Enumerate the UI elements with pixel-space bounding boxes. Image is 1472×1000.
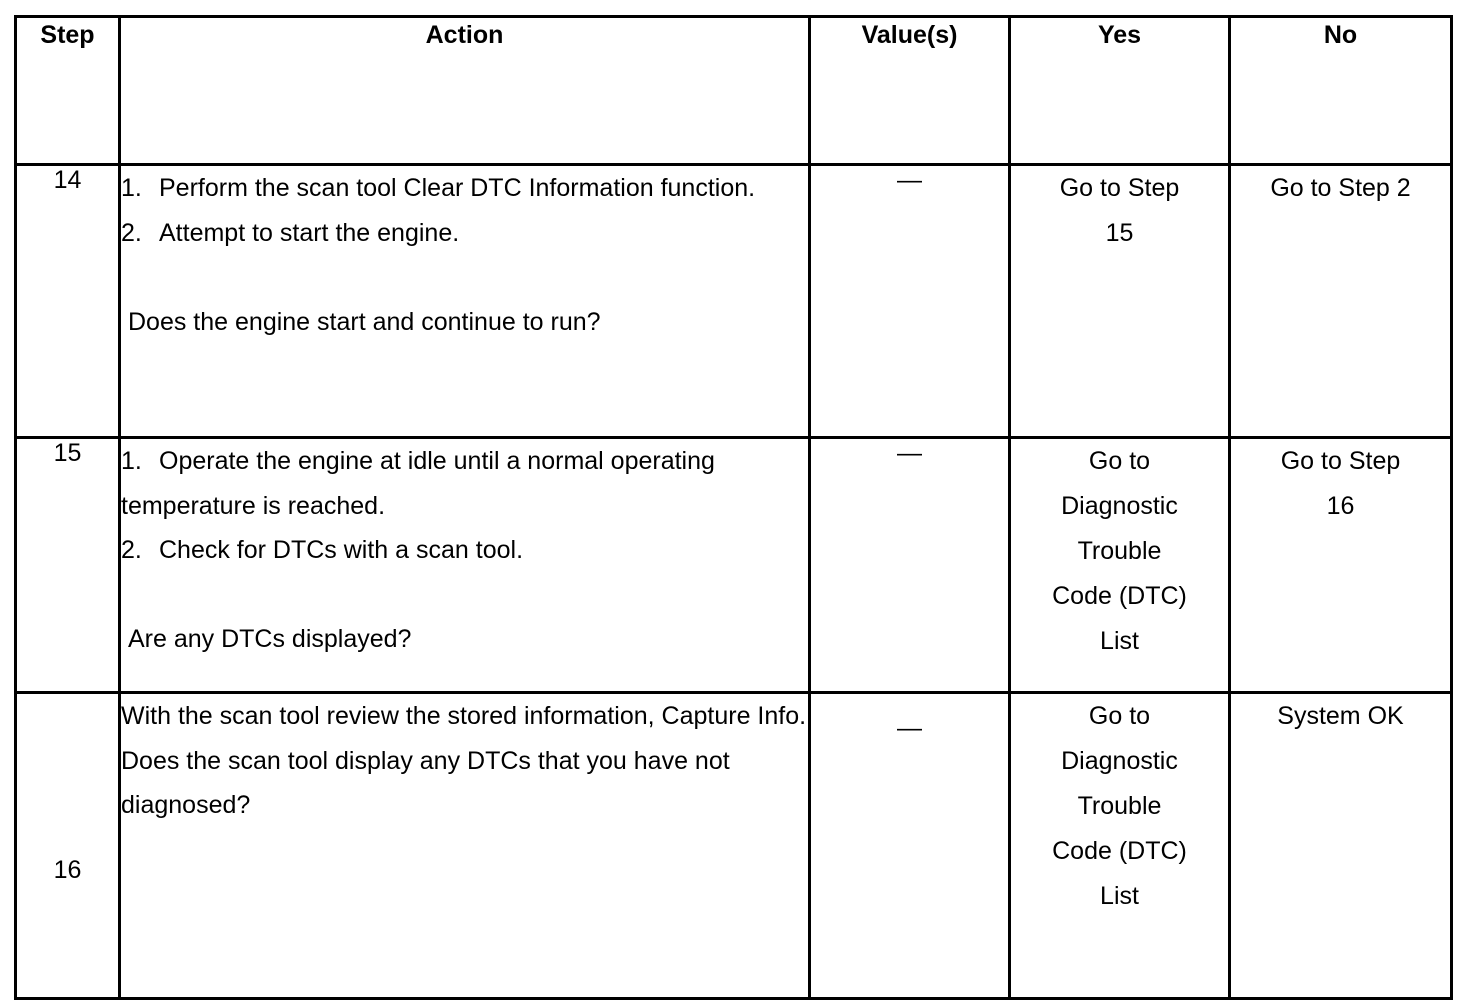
action-question: Does the engine start and continue to ru… — [128, 307, 601, 336]
diagnostic-steps-table: Step Action Value(s) Yes No 14 1. Perform… — [14, 15, 1453, 1000]
action-item-text: Operate the engine at idle until a norma… — [121, 447, 715, 520]
column-header-step-line2: ep — [65, 21, 95, 49]
cell-step-number: 16 — [14, 691, 121, 1000]
yes-result-line: List — [1100, 882, 1139, 910]
action-item-text: Perform the scan tool Clear DTC Informat… — [159, 174, 756, 202]
action-item-number: 2. — [121, 536, 142, 564]
cell-value: — — [808, 691, 1011, 1000]
column-header-no: No — [1228, 15, 1453, 166]
action-item-number: 1. — [121, 174, 142, 202]
yes-result-line: Go to — [1088, 447, 1151, 475]
action-item-text: Attempt to start the engine. — [159, 218, 460, 247]
cell-no-result: Go to Step 16 — [1228, 436, 1453, 694]
table-row: 14 1. Perform the scan tool Clear DTC Inf… — [14, 163, 1453, 439]
cell-action: 1.Operate the engine at idle until a nor… — [118, 436, 811, 694]
yes-result-line: Diagnostic — [1061, 747, 1178, 775]
spacer-line — [121, 573, 808, 618]
cell-no-result: Go to Step 2 — [1228, 163, 1453, 439]
yes-result-line: List — [1100, 627, 1139, 655]
yes-result-line: Trouble — [1077, 792, 1162, 820]
no-result-line: Go to Step 2 — [1270, 174, 1411, 202]
cell-yes-result: Go to Diagnostic Trouble Code (DTC) List — [1008, 691, 1231, 1000]
yes-result-line: Code (DTC) — [1052, 837, 1187, 865]
table-header-row: Step Action Value(s) Yes No — [14, 15, 1453, 166]
action-list-item: 2. Check for DTCs with a scan tool. — [121, 528, 808, 573]
cell-no-result: System OK — [1228, 691, 1453, 1000]
cell-step-number: 14 — [14, 163, 121, 439]
yes-result-line: 15 — [1105, 219, 1134, 247]
column-header-action: Action — [118, 15, 811, 166]
document-page: Step Action Value(s) Yes No 14 1. Perform… — [14, 15, 1453, 1000]
yes-result-line: Code (DTC) — [1052, 582, 1187, 610]
action-list-item: 2. Attempt to start the engine. — [121, 211, 808, 256]
action-list-item: 1. Perform the scan tool Clear DTC Inform… — [121, 166, 808, 211]
yes-result-line: Trouble — [1077, 537, 1162, 565]
column-header-yes: Yes — [1008, 15, 1231, 166]
cell-action: With the scan tool review the stored inf… — [118, 691, 811, 1000]
action-item-number: 2. — [121, 218, 142, 247]
no-result-line: Go to Step — [1280, 447, 1401, 475]
cell-value: — — [808, 163, 1011, 439]
yes-result-line: Go to — [1088, 702, 1151, 730]
action-item-text: Check for DTCs with a scan tool. — [159, 536, 524, 564]
no-result-line: System OK — [1277, 702, 1404, 730]
cell-action: 1. Perform the scan tool Clear DTC Inform… — [118, 163, 811, 439]
spacer-line — [121, 255, 808, 300]
action-item-number: 1. — [121, 447, 142, 475]
cell-value: — — [808, 436, 1011, 694]
cell-step-number: 15 — [14, 436, 121, 694]
action-question: Are any DTCs displayed? — [128, 625, 412, 653]
table-row: 16 With the scan tool review the stored … — [14, 691, 1453, 1000]
yes-result-line: Go to Step — [1059, 174, 1180, 202]
table-row: 15 1.Operate the engine at idle until a … — [14, 436, 1453, 694]
no-result-line: 16 — [1326, 492, 1355, 520]
action-paragraph: With the scan tool review the stored inf… — [121, 702, 807, 819]
cell-yes-result: Go to Step 15 — [1008, 163, 1231, 439]
column-header-values: Value(s) — [808, 15, 1011, 166]
column-header-step-line1: St — [40, 21, 66, 49]
action-list-item: 1.Operate the engine at idle until a nor… — [121, 439, 808, 528]
cell-yes-result: Go to Diagnostic Trouble Code (DTC) List — [1008, 436, 1231, 694]
column-header-step: Step — [14, 15, 121, 166]
yes-result-line: Diagnostic — [1061, 492, 1178, 520]
